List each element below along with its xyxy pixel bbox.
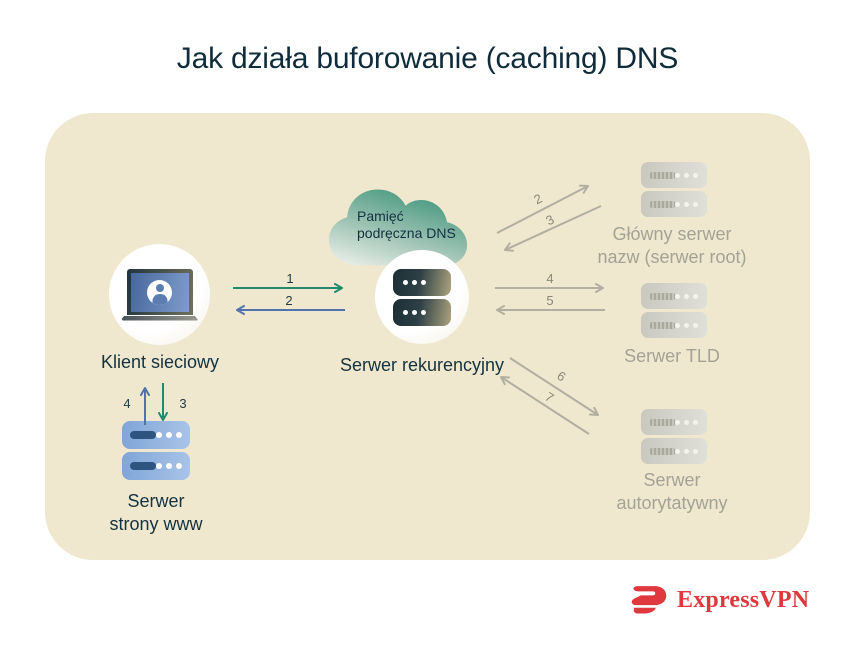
root-server-label: Główny serwer nazw (serwer root) (572, 223, 772, 269)
tld-server-label: Serwer TLD (624, 346, 720, 366)
web-server-icon (122, 421, 190, 480)
flow-arrows: 1 2 2 3 4 5 6 7 3 4 (123, 184, 605, 435)
root-server-icon (641, 162, 707, 217)
web-server-label-line1: Serwer (127, 491, 185, 511)
arrow-4-label: 4 (546, 271, 553, 286)
laptop-screen (126, 268, 193, 315)
client-label: Klient sieciowy (100, 352, 220, 372)
page-title: Jak działa buforowanie (caching) DNS (176, 42, 679, 75)
brand-name: ExpressVPN (677, 586, 810, 613)
authoritative-server-label: Serwer autorytatywny (572, 469, 772, 515)
arrow-5-label: 5 (546, 293, 553, 308)
arrow-2-recursive-to-root (496, 184, 589, 234)
recursive-server-label: Serwer rekurencyjny (339, 355, 505, 375)
laptop-base (120, 315, 199, 321)
arrow-7-label: 7 (542, 389, 556, 406)
expressvpn-logo-icon (631, 586, 667, 614)
dns-cache-label-line1: Pamięć (357, 208, 404, 224)
authoritative-server-icon (641, 409, 707, 464)
arrow-3c-label: 3 (179, 396, 186, 411)
arrow-4c-label: 4 (123, 396, 130, 411)
tld-server-icon (641, 283, 707, 338)
authoritative-server-label-line1: Serwer (643, 470, 701, 490)
authoritative-server-label-line2: autorytatywny (616, 493, 728, 513)
web-server-label: Serwer strony www (56, 490, 256, 536)
arrow-3b-label: 3 (543, 212, 556, 229)
web-server-label-line2: strony www (109, 514, 203, 534)
recursive-server-node (375, 250, 469, 344)
arrow-2b-label: 2 (531, 191, 544, 208)
arrow-2-label: 2 (285, 293, 292, 308)
client-node (109, 244, 210, 345)
root-server-label-line1: Główny serwer (612, 224, 732, 244)
arrow-6-recursive-to-authoritative (509, 357, 599, 416)
dns-cache-label: Pamięć podręczna DNS (357, 208, 456, 242)
dns-cache-label-line2: podręczna DNS (357, 225, 456, 241)
laptop-user-icon (120, 268, 199, 321)
root-server-label-line2: nazw (serwer root) (597, 247, 747, 267)
server-stack-icon (393, 268, 451, 326)
diagram-panel: Pamięć podręczna DNS Klient sieciowy (45, 113, 810, 560)
arrow-6-label: 6 (554, 368, 568, 385)
cloud-icon (328, 189, 468, 266)
arrow-3-root-to-recursive (504, 205, 602, 252)
arrow-1-label: 1 (286, 271, 293, 286)
arrow-7-authoritative-to-recursive (500, 376, 590, 435)
user-avatar-icon (147, 279, 172, 305)
brand-footer: ExpressVPN (630, 585, 809, 615)
